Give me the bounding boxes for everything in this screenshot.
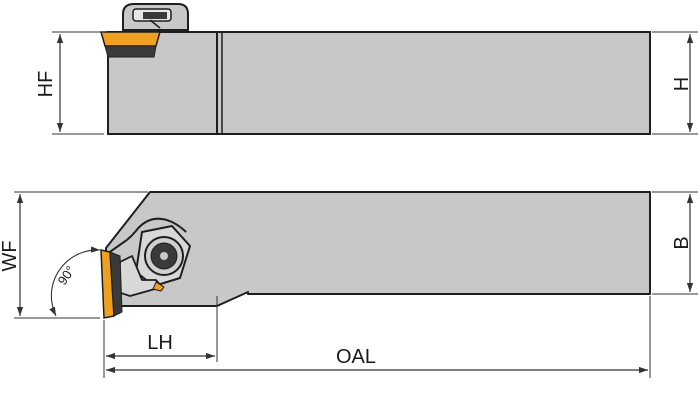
lh-label: LH [147, 332, 173, 354]
wf-dimension: WF [0, 191, 148, 319]
clamp-screw [135, 225, 191, 287]
side-view-insert [100, 31, 161, 58]
b-dimension: B [652, 191, 698, 295]
top-view-insert [100, 249, 123, 319]
hf-dimension: HF [35, 31, 104, 135]
side-view-shank [107, 31, 651, 135]
top-view: WF 90° B LH OAL [0, 191, 698, 378]
angle-label: 90° [55, 263, 79, 288]
oal-dimension: OAL [106, 296, 651, 378]
h-dimension: H [652, 31, 698, 135]
oal-label: OAL [336, 346, 376, 368]
hf-label: HF [35, 71, 57, 98]
angle-90-annotation: 90° [49, 246, 101, 317]
side-view: HF H [35, 3, 698, 135]
wf-label: WF [0, 240, 21, 271]
h-label: H [671, 77, 693, 91]
side-view-clamp [122, 3, 189, 31]
b-label: B [671, 236, 693, 249]
lh-dimension: LH [103, 296, 218, 378]
